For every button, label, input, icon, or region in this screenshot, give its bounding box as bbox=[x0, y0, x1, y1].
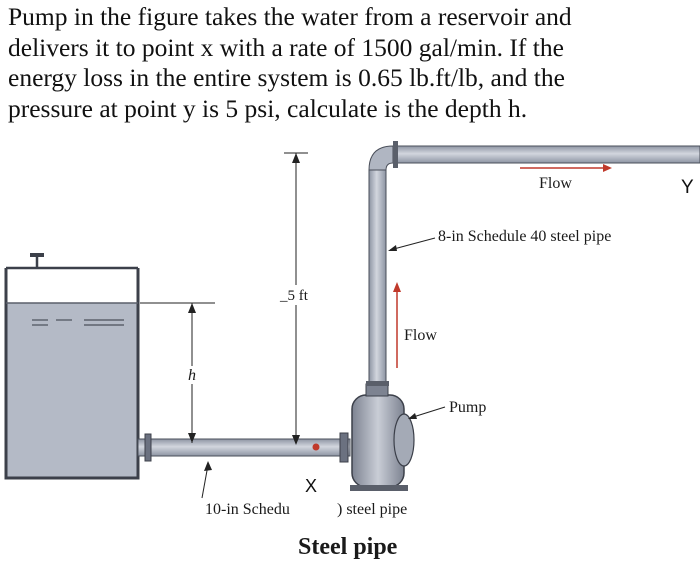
depth-dimension bbox=[140, 302, 215, 443]
pipe-10in-label-part2: ) steel pipe bbox=[337, 501, 407, 518]
vent-icon bbox=[30, 253, 44, 268]
reservoir-tank bbox=[4, 253, 140, 480]
problem-line-1: Pump in the figure takes the water from … bbox=[8, 2, 572, 31]
discharge-pipe bbox=[366, 141, 700, 386]
pipe-10in-label-part1: 10-in Schedu bbox=[205, 501, 290, 518]
point-y-label: Y bbox=[681, 177, 694, 198]
water-level-marks bbox=[32, 319, 124, 326]
problem-line-2: delivers it to point x with a rate of 15… bbox=[8, 32, 564, 62]
discharge-flange bbox=[366, 381, 389, 386]
reservoir-walls bbox=[4, 268, 140, 480]
pump-base bbox=[350, 485, 408, 491]
point-x-label: X bbox=[305, 476, 317, 496]
depth-h-label: h bbox=[188, 367, 196, 384]
pump-label: Pump bbox=[449, 399, 486, 416]
flow-arrow-top bbox=[520, 164, 612, 172]
height-label: _5 ft bbox=[279, 288, 309, 304]
problem-statement: Pump in the figure takes the water from … bbox=[8, 2, 694, 124]
problem-line-3: energy loss in the entire system is 0.65… bbox=[8, 63, 565, 92]
pipe-8in-label: 8-in Schedule 40 steel pipe bbox=[438, 228, 611, 245]
suction-pipe bbox=[137, 432, 351, 463]
delivery-flange bbox=[393, 141, 398, 168]
suction-flange-left bbox=[144, 433, 152, 462]
horizontal-delivery-pipe bbox=[392, 145, 700, 164]
pipe-8in-leader bbox=[389, 237, 436, 251]
pump bbox=[350, 383, 415, 491]
pipe-elbow bbox=[368, 145, 394, 171]
suction-flange-right bbox=[339, 432, 349, 463]
flow-label-vertical: Flow bbox=[404, 327, 437, 344]
steel-pipe-caption: Steel pipe bbox=[298, 534, 398, 560]
problem-line-4: pressure at point y is 5 psi, calculate … bbox=[8, 93, 528, 123]
reservoir-water bbox=[6, 303, 138, 477]
pump-volute bbox=[393, 413, 415, 467]
flow-label-top: Flow bbox=[539, 175, 572, 192]
point-x-marker bbox=[312, 443, 320, 451]
flow-arrow-vertical bbox=[393, 282, 401, 368]
